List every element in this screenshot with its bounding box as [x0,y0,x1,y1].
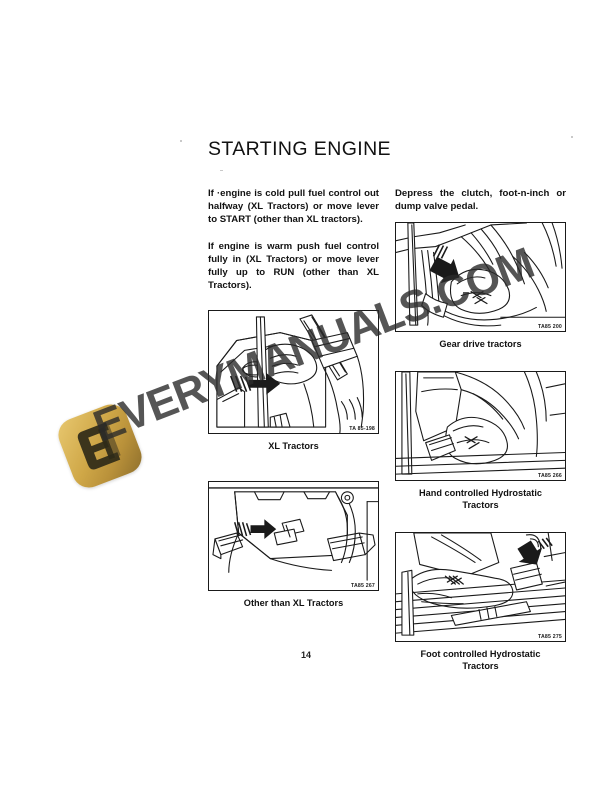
paragraph-depress-clutch: Depress the clutch, foot-n-inch or dump … [395,188,566,213]
figure-foot-controlled-hydrostatic-tractors: TA85 275 Foot controlled Hydrostatic Tra… [395,532,566,672]
figure-code-other-than-xl-tractors: TA85 267 [351,583,375,590]
scan-speck [571,136,573,138]
scan-speck [220,170,223,171]
figure-other-than-xl-tractors: TA85 267 Other than XL Tractors [208,481,379,609]
left-column: If ·engine is cold pull fuel control out… [208,187,379,672]
caption-line-2: Tractors [462,500,499,511]
two-column-layout: If ·engine is cold pull fuel control out… [208,187,566,672]
column-spacer [395,350,566,360]
paragraph-engine-warm: If engine is warm push fuel control full… [208,240,379,292]
figure-caption-foot-controlled-hydrostatic-tractors: Foot controlled Hydrostatic Tractors [395,648,566,672]
figure-gear-drive-tractors: TA85 200 Gear drive tractors [395,222,566,350]
figure-caption-gear-drive-tractors: Gear drive tractors [439,339,522,350]
figure-caption-other-than-xl-tractors: Other than XL Tractors [243,598,344,609]
figure-caption-hand-controlled-hydrostatic-tractors: Hand controlled Hydrostatic Tractors [395,487,566,511]
column-spacer [208,452,379,470]
right-column: Depress the clutch, foot-n-inch or dump … [395,187,566,672]
figure-code-hand-controlled-hydrostatic-tractors: TA85 266 [538,473,562,480]
figure-code-foot-controlled-hydrostatic-tractors: TA85 275 [538,634,562,641]
caption-line-1: Foot controlled Hydrostatic [420,649,541,660]
column-spacer [395,511,566,521]
figure-code-gear-drive-tractors: TA85 200 [538,324,562,331]
illustration-xl-tractors: TA 85-198 [208,310,379,435]
illustration-other-than-xl-tractors: TA85 267 [208,481,379,592]
paragraph-engine-cold: If ·engine is cold pull fuel control out… [208,188,379,226]
figure-caption-xl-tractors: XL Tractors [268,441,319,452]
illustration-hand-controlled-hydrostatic-tractors: TA85 266 [395,371,566,482]
illustration-gear-drive-tractors: TA85 200 [395,222,566,333]
page-title: STARTING ENGINE [208,138,391,160]
caption-line-1: Hand controlled Hydrostatic [418,488,543,499]
figure-hand-controlled-hydrostatic-tractors: TA85 266 Hand controlled Hydrostatic Tra… [395,371,566,511]
caption-line-2: Tractors [462,661,499,672]
page-number: 14 [300,650,311,660]
scan-speck [180,140,182,142]
figure-xl-tractors: TA 85-198 XL Tractors [208,310,379,452]
document-content: STARTING ENGINE If ·engine is cold pull … [208,138,566,672]
illustration-foot-controlled-hydrostatic-tractors: TA85 275 [395,532,566,643]
figure-code-xl-tractors: TA 85-198 [349,426,375,433]
everymanuals-logo-icon [53,399,147,493]
